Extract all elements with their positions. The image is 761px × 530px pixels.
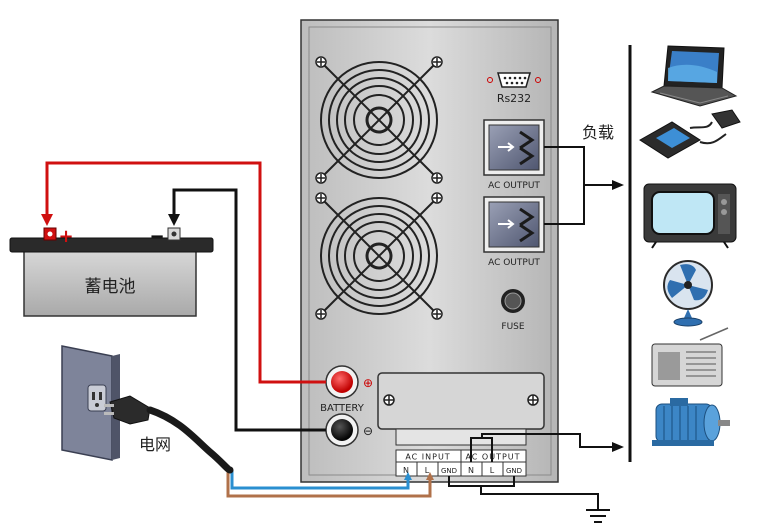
cooling-fan-top <box>315 56 443 184</box>
grid-label: 电网 <box>139 435 171 454</box>
cooling-fan-bottom <box>315 192 443 320</box>
output-terminal-l: L <box>490 466 495 475</box>
ac-output-socket-1: AC OUTPUT <box>483 119 545 191</box>
rs232-port: Rs232 <box>487 72 541 105</box>
ac-input-header: AC INPUT <box>405 453 450 462</box>
load-label: 负载 <box>582 123 614 142</box>
battery-negative-mark: − <box>149 226 164 247</box>
input-terminal-gnd: GND <box>441 467 457 475</box>
desk-fan-icon <box>663 260 713 327</box>
battery: + − 蓄电池 <box>9 226 214 317</box>
ac-output-label-1: AC OUTPUT <box>488 181 540 191</box>
ground-symbol-icon <box>586 509 610 523</box>
power-plug-icon <box>104 395 234 474</box>
ac-output-socket-2: AC OUTPUT <box>483 196 545 268</box>
mains-live-wire <box>226 470 432 498</box>
output-cable-terminal <box>470 433 614 462</box>
fuse-label: FUSE <box>501 322 524 332</box>
battery-label: BATTERY <box>320 403 365 414</box>
battery-positive-terminal: ⊕ <box>325 365 373 399</box>
fuse-holder: FUSE <box>501 289 525 332</box>
rs232-label: Rs232 <box>497 92 531 105</box>
wall-outlet <box>61 345 120 461</box>
phone-charger-icon <box>639 109 741 159</box>
negative-wire <box>172 188 326 432</box>
positive-symbol: ⊕ <box>363 376 373 390</box>
ground-wire <box>448 476 599 510</box>
radio-icon <box>651 327 729 387</box>
battery-name-label: 蓄电池 <box>85 277 136 297</box>
battery-positive-mark: + <box>58 226 73 247</box>
terminal-block: AC INPUT AC OUTPUT N L GND N L GND <box>395 449 527 477</box>
electric-motor-icon <box>652 398 730 446</box>
input-terminal-n: N <box>403 466 409 475</box>
negative-symbol: ⊖ <box>363 424 373 438</box>
positive-wire <box>45 161 326 384</box>
output-cable-sockets <box>544 146 614 225</box>
laptop-icon <box>650 45 738 107</box>
output-terminal-n: N <box>468 466 474 475</box>
ac-output-label-2: AC OUTPUT <box>488 258 540 268</box>
battery-negative-terminal: ⊖ <box>325 413 373 447</box>
television-icon <box>643 183 737 249</box>
output-terminal-gnd: GND <box>506 467 522 475</box>
input-terminal-l: L <box>425 466 430 475</box>
mains-neutral-wire <box>230 470 410 490</box>
